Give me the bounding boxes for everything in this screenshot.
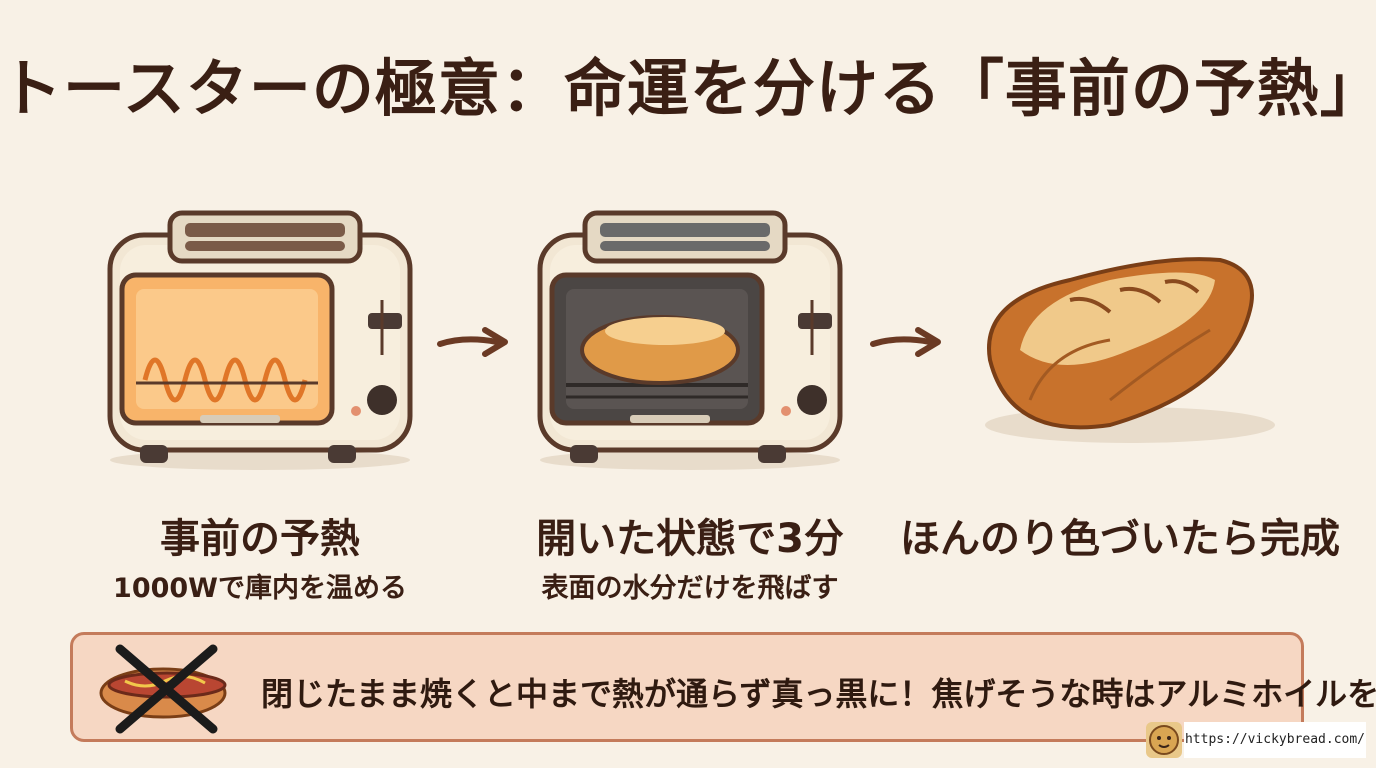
bread-mascot-icon [1146,722,1182,758]
warning-text: 閉じたまま焼くと中まで熱が通らず真っ黒に！焦げそうな時はアルミホイルを [261,675,1376,713]
toaster-oven-heating-icon [107,210,413,470]
baked-bread-icon [985,257,1275,443]
step-2-label: 開いた状態で3分 [536,516,844,562]
arrow-right-icon [437,327,508,357]
step-2-sub: 表面の水分だけを飛ばす [541,573,839,604]
step-3-label: ほんのり色づいたら完成 [900,516,1340,562]
toaster-oven-bread-icon [537,210,843,470]
arrow-right-icon [870,327,941,357]
source-url[interactable]: https://vickybread.com/ [1184,722,1366,758]
step-1-label: 事前の予熱 [160,516,360,562]
footer-credit: https://vickybread.com/ [1146,722,1366,760]
page-title: トースターの極意：命運を分ける「事前の予熱」 [0,52,1376,125]
step-1-sub: 1000Wで庫内を温める [113,573,407,604]
burnt-hotdog-crossed-icon [99,644,227,734]
warning-box: 閉じたまま焼くと中まで熱が通らず真っ黒に！焦げそうな時はアルミホイルを [70,632,1376,742]
